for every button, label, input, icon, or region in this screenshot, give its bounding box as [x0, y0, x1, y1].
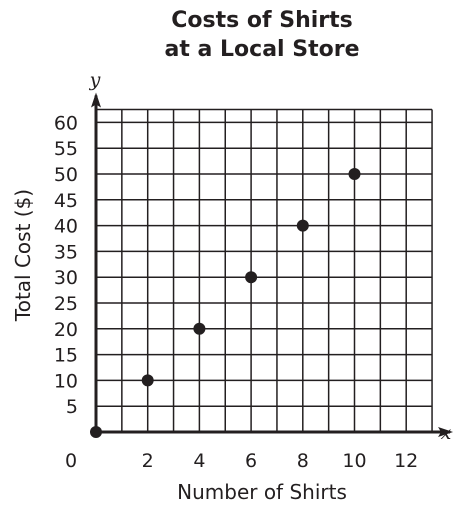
tick-labels: 0 2 4 6 8 10 12 5 10 15 20 25 30 35 40 45 50 55 60: [54, 112, 418, 472]
x-tick-label: 8: [297, 450, 309, 472]
x-tick-label: 10: [342, 450, 366, 472]
y-tick-label: 50: [54, 164, 78, 186]
data-point: [141, 374, 154, 387]
y-tick-label: 55: [54, 138, 78, 160]
y-tick-label: 15: [54, 345, 78, 367]
y-tick-label: 25: [54, 293, 78, 315]
x-tick-label: 0: [65, 450, 77, 472]
y-tick-label: 5: [66, 396, 78, 418]
y-tick-label: 40: [54, 216, 78, 238]
x-axis-variable: x: [441, 422, 452, 444]
x-tick-label: 6: [245, 450, 257, 472]
data-point: [296, 219, 309, 232]
x-tick-label: 2: [142, 450, 154, 472]
data-point: [193, 322, 206, 335]
y-axis-arrowhead: [91, 92, 101, 108]
data-points: [90, 168, 361, 438]
x-axis-arrowhead: [438, 427, 454, 437]
chart-title-line-1: Costs of Shirts: [171, 8, 352, 33]
y-axis-variable: y: [89, 69, 101, 91]
data-point: [245, 271, 258, 284]
data-point: [348, 168, 361, 180]
x-tick-label: 4: [193, 450, 205, 472]
x-tick-label: 12: [394, 450, 418, 472]
y-tick-label: 35: [54, 241, 78, 263]
data-point: [90, 426, 102, 438]
y-tick-label: 30: [54, 267, 78, 289]
x-axis-title: Number of Shirts: [177, 480, 347, 504]
axes: [91, 92, 454, 437]
chart-title-line-2: at a Local Store: [165, 37, 360, 62]
grid: [96, 108, 433, 432]
y-tick-label: 60: [54, 112, 78, 134]
y-tick-label: 10: [54, 370, 78, 392]
y-tick-label: 45: [54, 190, 78, 212]
y-tick-label: 20: [54, 319, 78, 341]
y-axis-title: Total Cost ($): [11, 189, 35, 322]
